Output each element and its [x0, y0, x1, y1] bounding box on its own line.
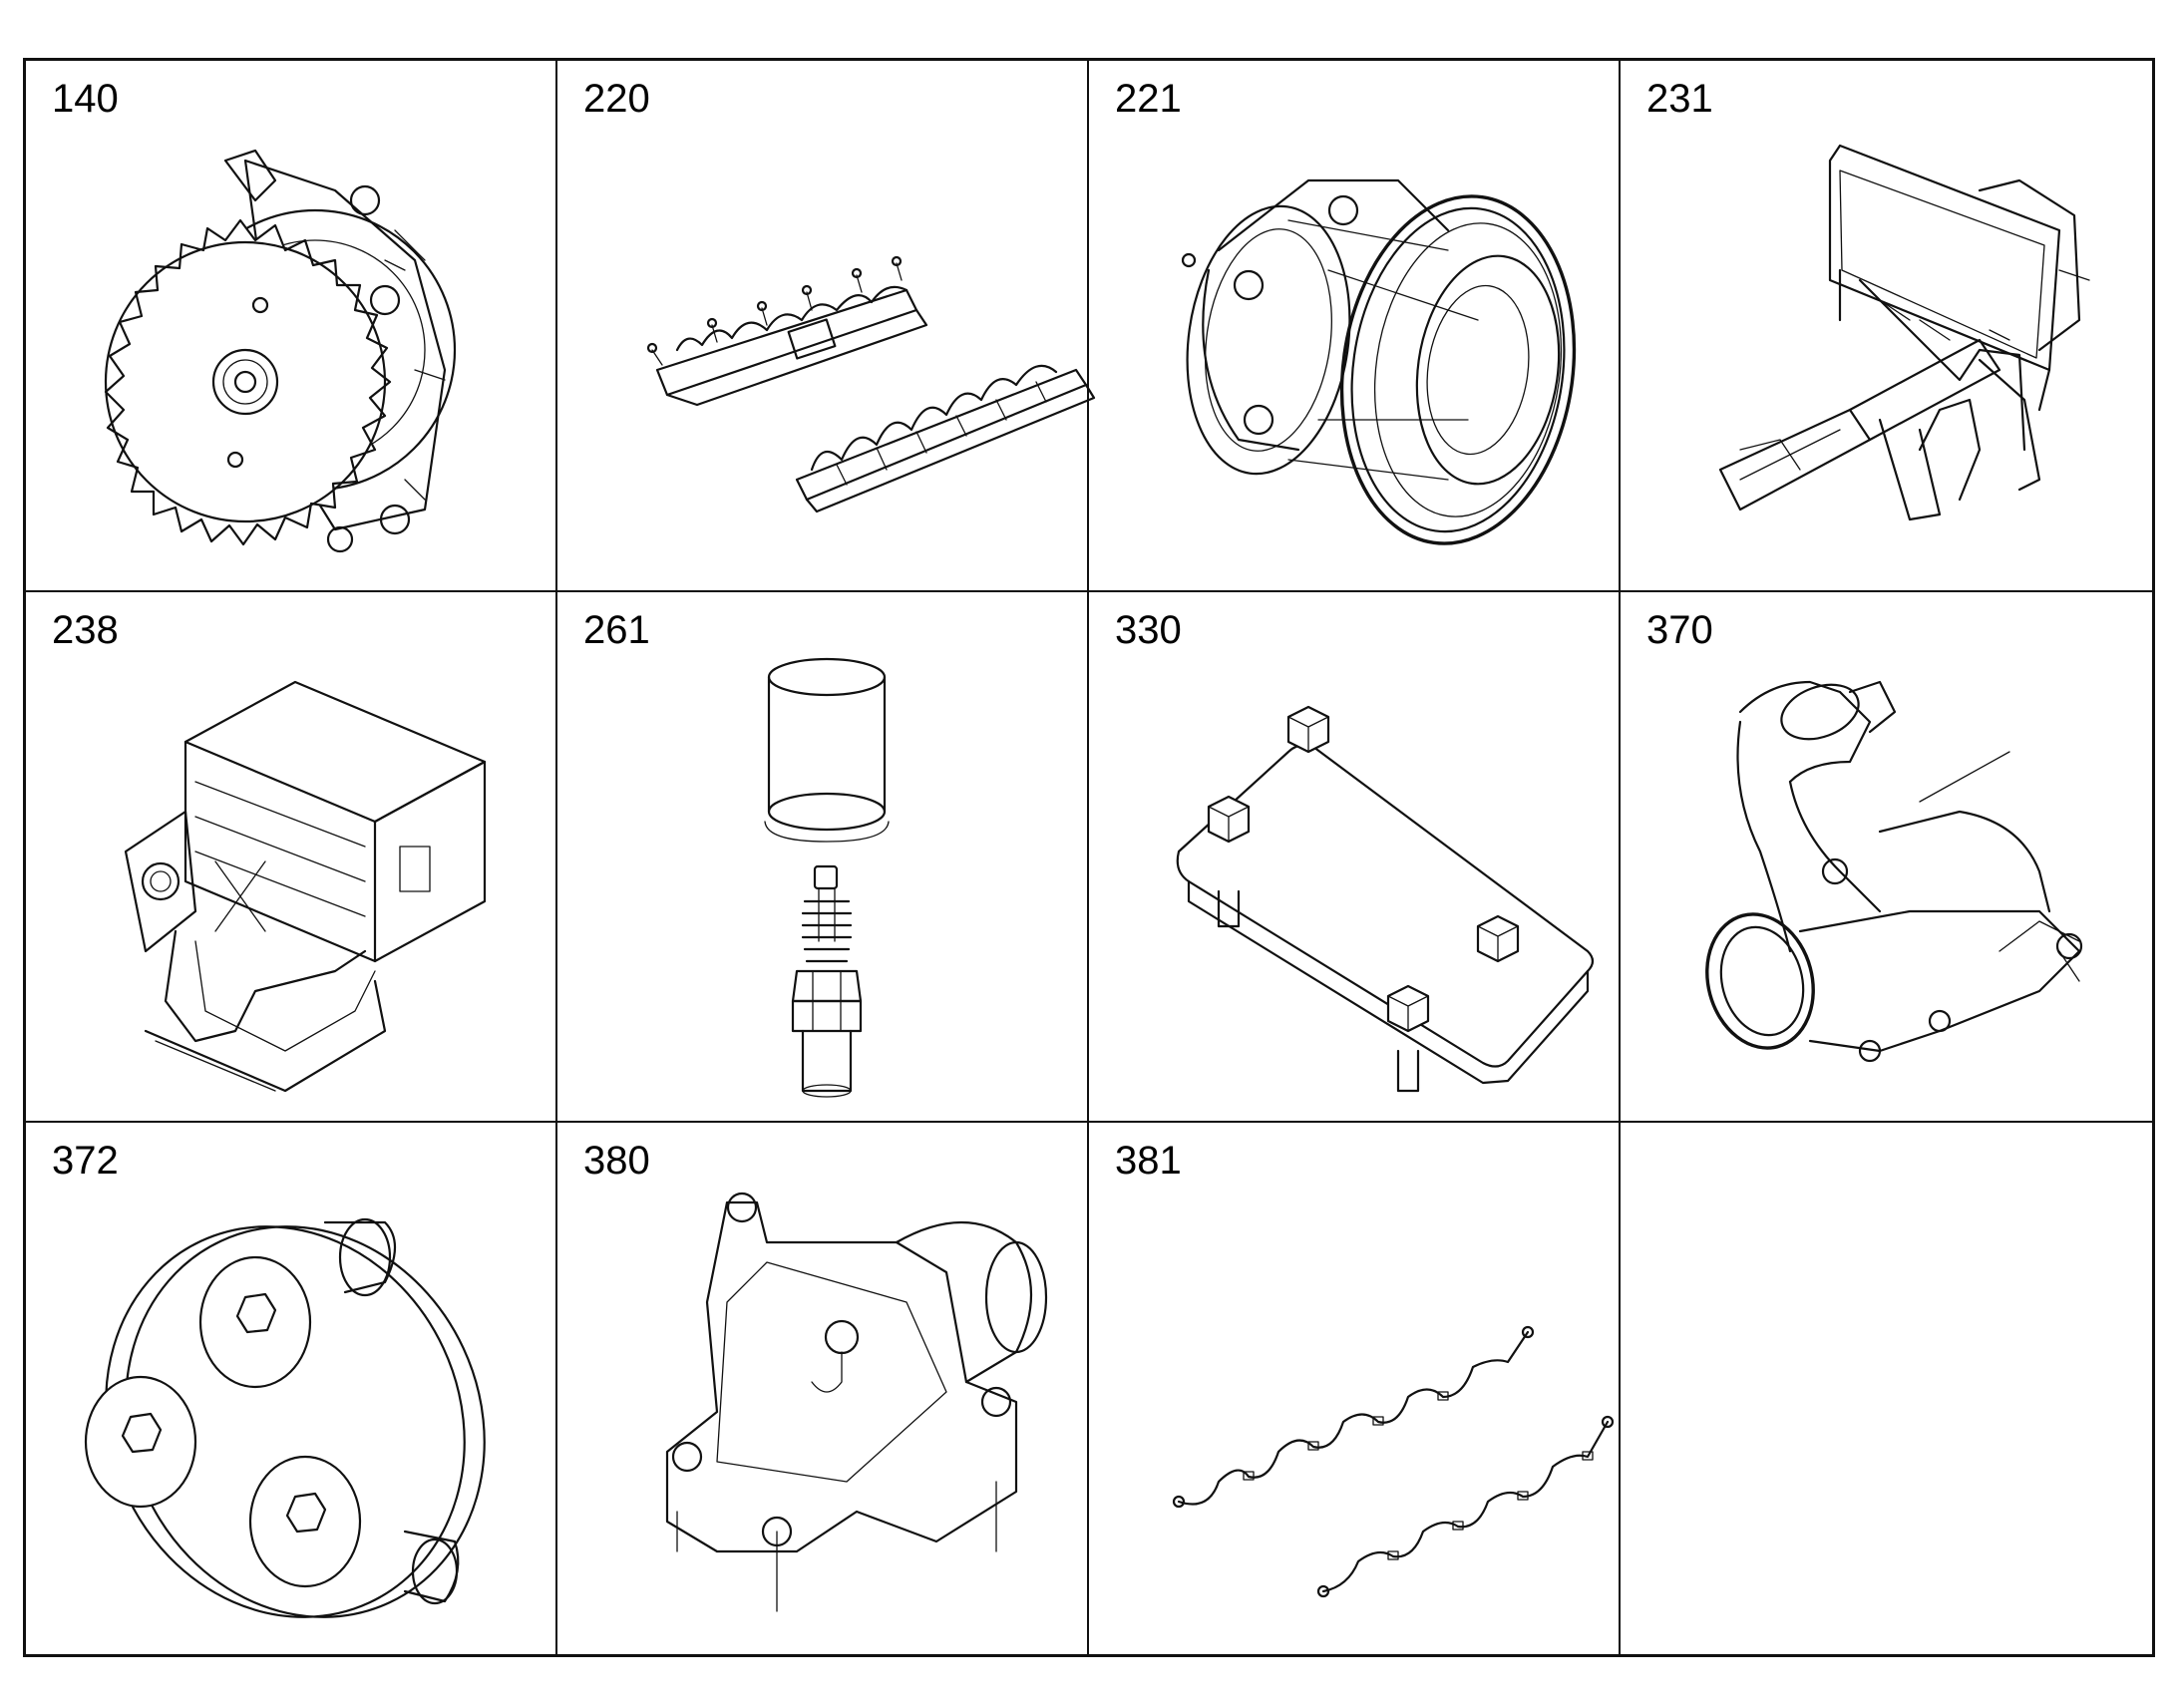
pipe-elbow-icon	[1705, 680, 2083, 1062]
part-number: 221	[1115, 77, 1182, 121]
valve-housing-icon	[665, 1193, 1048, 1612]
part-number: 330	[1115, 607, 1182, 652]
part-cell-261[interactable]: 261	[557, 591, 1089, 1124]
part-cell-238[interactable]: 238	[26, 591, 557, 1124]
part-number: 380	[583, 1139, 650, 1184]
part-number: 140	[52, 77, 119, 121]
gear-wheel-icon	[104, 149, 457, 553]
part-cell-380[interactable]: 380	[557, 1123, 1089, 1654]
frame-bracket-assembly-icon	[1718, 144, 2090, 521]
part-cell-381[interactable]: 381	[1089, 1123, 1621, 1654]
bolt	[1286, 705, 1330, 753]
part-cell-330[interactable]: 330	[1089, 591, 1621, 1124]
wiring-harness-icon	[1172, 1326, 1615, 1598]
bolted-plate-icon	[1176, 705, 1595, 1092]
part-number: 261	[583, 607, 650, 652]
part-number: 370	[1646, 607, 1713, 652]
empty-cell	[1621, 1123, 2152, 1654]
part-number: 372	[52, 1139, 119, 1184]
part-number: 381	[1115, 1139, 1182, 1184]
part-cell-140[interactable]: 140	[26, 61, 557, 592]
part-number: 231	[1646, 77, 1713, 121]
cooler-unit-icon	[124, 680, 487, 1092]
part-number: 220	[583, 77, 650, 121]
part-cell-370[interactable]: 370	[1621, 592, 2152, 1124]
part-cell-372[interactable]: 372	[26, 1123, 557, 1654]
part-number: 238	[52, 607, 119, 652]
exhaust-manifold-icon	[646, 255, 1096, 513]
filter-and-spark-plug-icon	[764, 657, 890, 1098]
three-bolt-flange-icon	[84, 1218, 486, 1619]
flanged-housing-icon	[1181, 178, 1577, 545]
part-cell-220[interactable]: 220	[557, 61, 1096, 592]
part-cell-221[interactable]: 221	[1089, 61, 1621, 592]
parts-grid: 140 220	[23, 58, 2155, 1657]
part-cell-231[interactable]: 231	[1621, 61, 2152, 592]
